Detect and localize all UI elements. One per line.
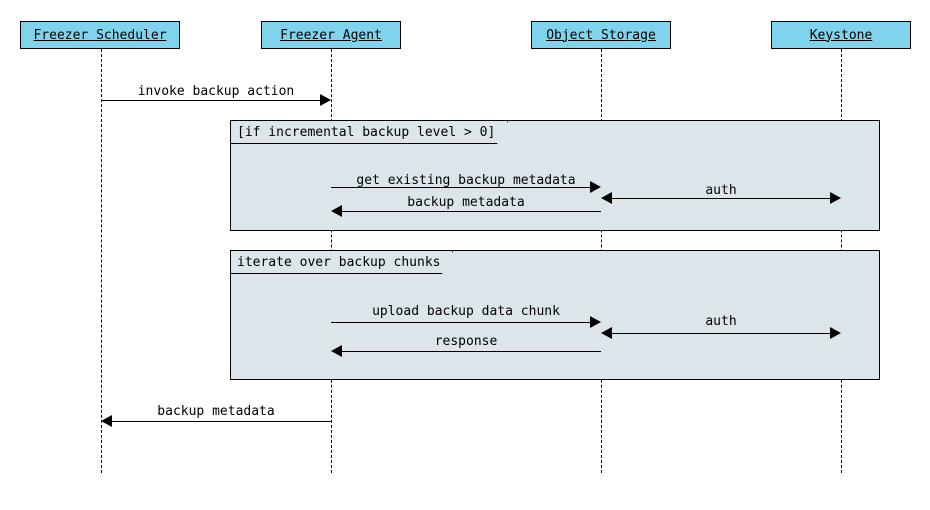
participant-label: Freezer Scheduler xyxy=(33,27,167,43)
message-label-auth-metadata: auth xyxy=(705,183,737,198)
arrowhead-left-icon xyxy=(331,345,342,357)
message-label-upload-backup-data-chunk: upload backup data chunk xyxy=(372,304,560,319)
message-line-upload-backup-data-chunk xyxy=(331,322,591,323)
message-label-final-backup-metadata: backup metadata xyxy=(157,404,275,419)
fragment-iterate-chunks: iterate over backup chunks xyxy=(230,250,880,380)
participant-label: Object Storage xyxy=(546,27,656,43)
arrowhead-right-icon xyxy=(590,316,601,328)
participant-label: Keystone xyxy=(809,27,873,43)
message-line-get-existing-backup-metadata xyxy=(331,187,591,188)
message-line-backup-metadata-response xyxy=(342,211,601,212)
arrowhead-left-icon xyxy=(101,415,112,427)
arrowhead-right-icon xyxy=(830,327,841,339)
message-label-invoke-backup-action: invoke backup action xyxy=(137,84,295,99)
message-line-invoke-backup-action xyxy=(101,100,321,101)
arrowhead-right-icon xyxy=(830,192,841,204)
message-label-auth-upload: auth xyxy=(705,314,737,329)
arrowhead-left-icon xyxy=(601,327,612,339)
message-label-get-existing-backup-metadata: get existing backup metadata xyxy=(356,173,576,188)
message-label-backup-metadata-response: backup metadata xyxy=(407,195,525,210)
participant-keystone[interactable]: Keystone xyxy=(771,21,911,49)
message-line-auth-upload xyxy=(612,333,830,334)
participant-object-storage[interactable]: Object Storage xyxy=(531,21,671,49)
participant-freezer-scheduler[interactable]: Freezer Scheduler xyxy=(20,21,180,49)
arrowhead-right-icon xyxy=(590,181,601,193)
lifeline-freezer-scheduler xyxy=(101,49,102,473)
message-label-upload-response: response xyxy=(434,334,498,349)
message-line-auth-metadata xyxy=(612,198,830,199)
message-line-final-backup-metadata xyxy=(112,421,331,422)
fragment-label: [if incremental backup level > 0] xyxy=(237,124,496,140)
participant-label: Freezer Agent xyxy=(280,27,382,43)
message-line-upload-response xyxy=(342,351,601,352)
arrowhead-left-icon xyxy=(331,205,342,217)
arrowhead-right-icon xyxy=(320,94,331,106)
arrowhead-left-icon xyxy=(601,192,612,204)
participant-freezer-agent[interactable]: Freezer Agent xyxy=(261,21,401,49)
fragment-label: iterate over backup chunks xyxy=(237,254,441,270)
